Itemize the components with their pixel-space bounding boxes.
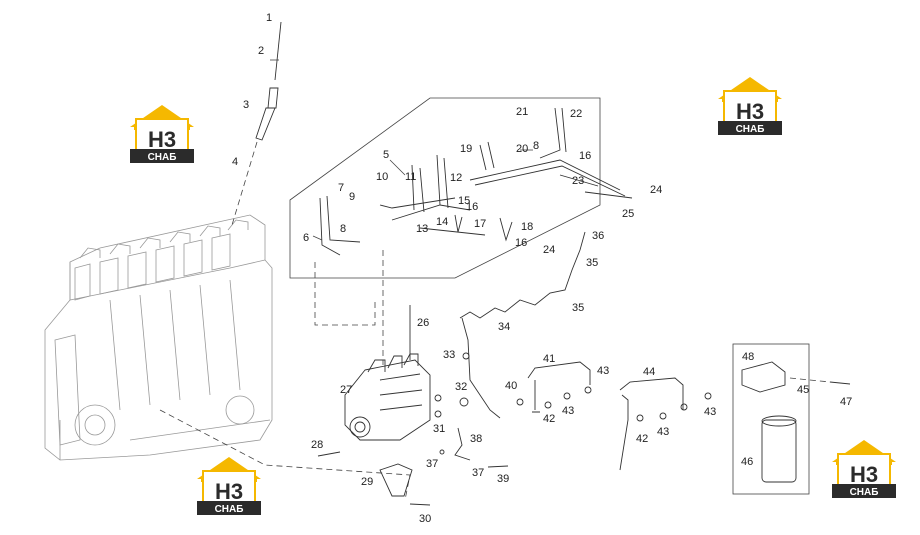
callout-14: 14: [436, 216, 448, 228]
callout-11: 11: [405, 171, 416, 183]
callout-47: 47: [840, 396, 852, 408]
leader-bracket: [159, 409, 411, 501]
logo-letters: H3: [215, 479, 243, 504]
callout-9: 9: [349, 191, 355, 203]
injector-part: [231, 21, 282, 226]
callout-10: 10: [376, 171, 388, 183]
callout-25: 25: [622, 208, 634, 220]
logo-letters: H3: [148, 127, 176, 152]
watermark-logo: H3 СНАБ: [197, 457, 261, 515]
callout-23: 23: [572, 175, 584, 187]
callout-45: 45: [797, 384, 809, 396]
callout-26: 26: [417, 317, 429, 329]
callout-35a: 35: [586, 257, 598, 269]
logo-subtitle: СНАБ: [850, 487, 879, 498]
fuel-filter-part: [741, 361, 851, 483]
watermark-logo: H3 СНАБ: [832, 440, 896, 498]
logo-subtitle: СНАБ: [736, 124, 765, 135]
injection-pipes: [319, 107, 633, 256]
callout-24b: 24: [543, 244, 555, 256]
callout-17: 17: [474, 218, 486, 230]
callout-43c: 43: [657, 426, 669, 438]
callout-12: 12: [450, 172, 462, 184]
callout-39: 39: [497, 473, 509, 485]
callout-16b: 16: [579, 150, 591, 162]
callout-8b: 8: [533, 140, 539, 152]
callout-41: 41: [543, 353, 555, 365]
callout-28: 28: [311, 439, 323, 451]
callout-33: 33: [443, 349, 455, 361]
callout-43d: 43: [704, 406, 716, 418]
callout-21: 21: [516, 106, 528, 118]
callout-42a: 42: [543, 413, 555, 425]
callout-8: 8: [340, 223, 346, 235]
callout-13: 13: [416, 223, 428, 235]
callout-15: 15: [458, 195, 470, 207]
fuel-lines: [516, 361, 712, 471]
callout-44: 44: [643, 366, 655, 378]
callout-38: 38: [470, 433, 482, 445]
callout-22: 22: [570, 108, 582, 120]
leader-injectors: [314, 262, 376, 326]
callout-48: 48: [742, 351, 754, 363]
fuel-filter-group-frame: [732, 343, 810, 495]
callout-5: 5: [383, 149, 389, 161]
callout-19: 19: [460, 143, 472, 155]
callout-16c: 16: [515, 237, 527, 249]
engine-block-drawing: [44, 214, 273, 461]
callout-35b: 35: [572, 302, 584, 314]
callout-43a: 43: [562, 405, 574, 417]
callout-6: 6: [303, 232, 309, 244]
callout-37a: 37: [426, 458, 438, 470]
callout-16a: 16: [466, 201, 478, 213]
watermark-logo: H3 СНАБ: [718, 77, 782, 135]
callout-leaders: [270, 59, 533, 241]
callout-34: 34: [498, 321, 510, 333]
callout-40: 40: [505, 380, 517, 392]
injection-pump-part: [344, 305, 431, 441]
callout-31: 31: [433, 423, 445, 435]
callout-46: 46: [741, 456, 753, 468]
callout-43b: 43: [597, 365, 609, 377]
callout-36: 36: [592, 230, 604, 242]
callout-2: 2: [258, 45, 264, 57]
return-lines: [434, 231, 586, 419]
callout-24a: 24: [650, 184, 662, 196]
callout-4: 4: [232, 156, 238, 168]
injector-lines-group-frame: [289, 97, 601, 279]
logo-subtitle: СНАБ: [215, 504, 244, 515]
callout-1: 1: [266, 12, 272, 24]
bracket-part: [317, 427, 509, 506]
logo-letters: H3: [736, 99, 764, 124]
callout-20: 20: [516, 143, 528, 155]
callout-18: 18: [521, 221, 533, 233]
callout-3: 3: [243, 99, 249, 111]
logo-subtitle: СНАБ: [148, 152, 177, 163]
logo-letters: H3: [850, 462, 878, 487]
watermark-logo: H3 СНАБ: [130, 105, 194, 163]
callout-27: 27: [340, 384, 352, 396]
callout-42b: 42: [636, 433, 648, 445]
callout-29: 29: [361, 476, 373, 488]
callout-30: 30: [419, 513, 431, 525]
callout-37b: 37: [472, 467, 484, 479]
callout-7: 7: [338, 182, 344, 194]
callout-labels: 1 2 3 4 5 6 7 8 9 10 11 12 13 14 15 16 1…: [232, 12, 852, 525]
callout-32: 32: [455, 381, 467, 393]
